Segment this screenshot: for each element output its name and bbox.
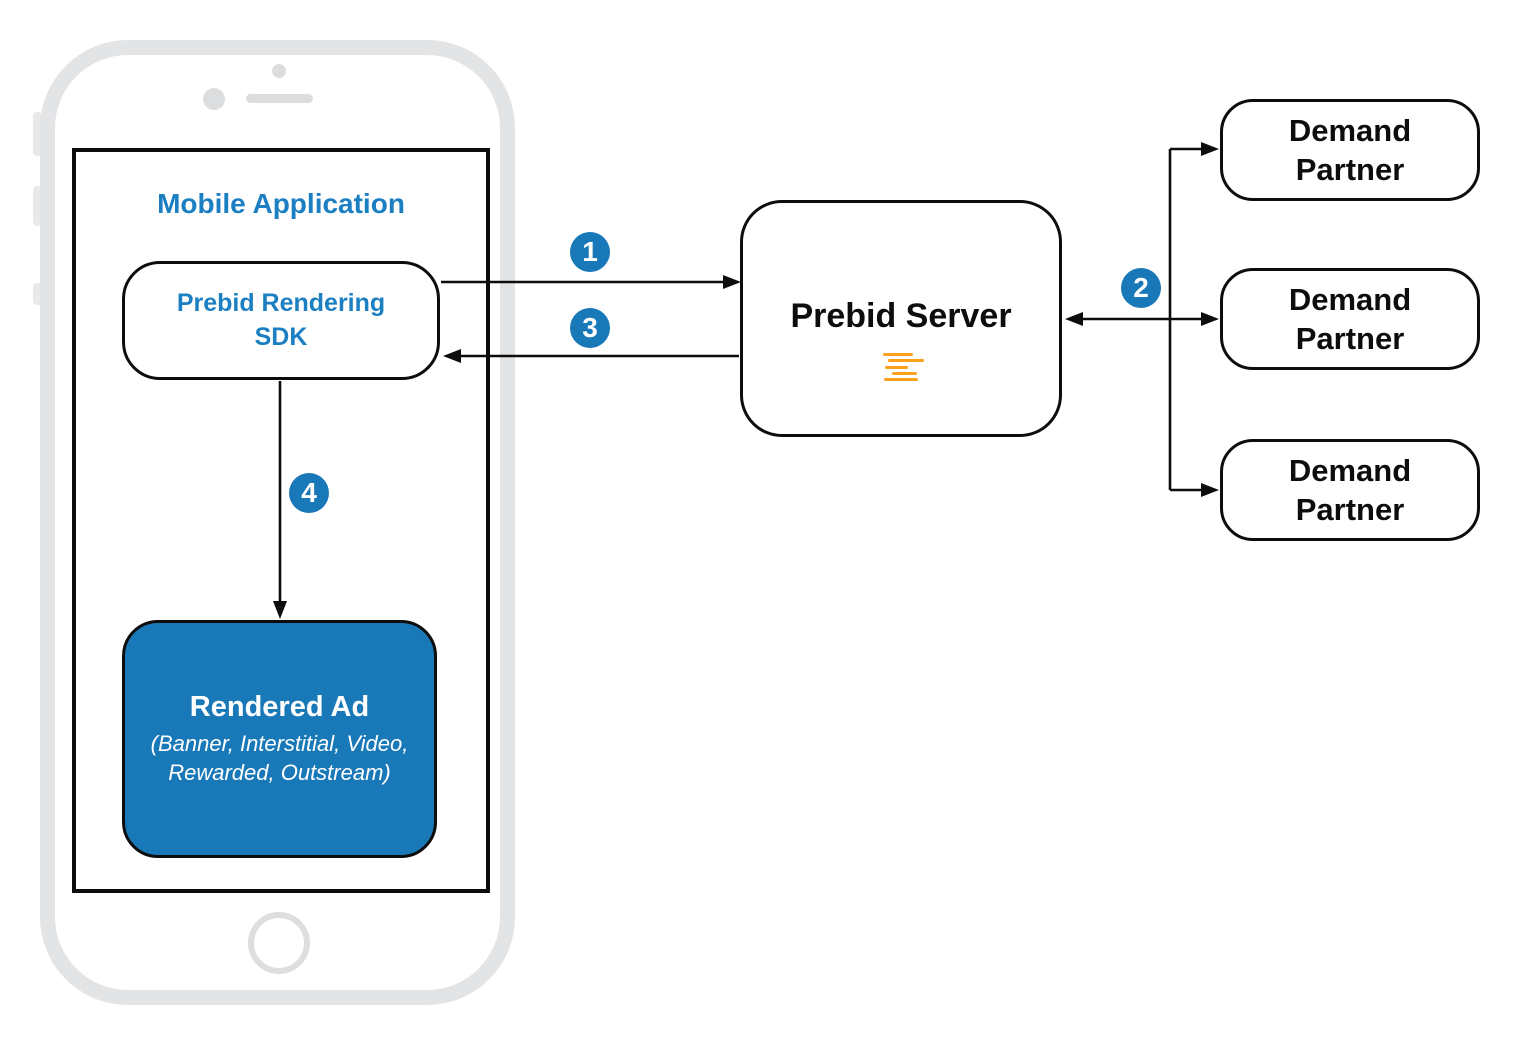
- step-badge-3-label: 3: [582, 312, 598, 343]
- demand-partner-label: Demand Partner: [1288, 112, 1412, 187]
- step-badge-4: 4: [289, 473, 329, 513]
- logo-bar: [892, 372, 917, 376]
- demand-partner-label: Demand Partner: [1288, 281, 1412, 356]
- logo-bar: [884, 378, 918, 382]
- prebid-server-title: Prebid Server: [790, 297, 1012, 335]
- phone-volume-up-button: [33, 186, 42, 226]
- step-badge-3: 3: [570, 308, 610, 348]
- demand-partner-node-3: Demand Partner: [1220, 439, 1480, 541]
- phone-volume-down-button: [33, 283, 42, 305]
- arrow-1-sdk-to-server: [441, 275, 741, 289]
- rendered-ad-title: Rendered Ad: [189, 690, 370, 723]
- logo-bar: [888, 359, 924, 363]
- prebid-lines-logo-icon: [881, 351, 927, 384]
- step-badge-2: 2: [1121, 268, 1161, 308]
- home-button: [248, 912, 310, 974]
- prebid-server-node: [740, 200, 1062, 437]
- arrow-3-server-to-sdk: [443, 349, 739, 363]
- logo-bar: [885, 366, 908, 370]
- step-badge-1-label: 1: [582, 236, 598, 267]
- arrow-4-sdk-to-rendered-ad: [273, 381, 287, 619]
- step-badge-2-label: 2: [1133, 272, 1149, 303]
- prebid-rendering-sdk-label: Prebid Rendering SDK: [176, 288, 386, 351]
- mobile-application-title: Mobile Application: [157, 188, 405, 219]
- camera-icon: [272, 64, 286, 78]
- speaker-icon: [246, 94, 313, 103]
- rendered-ad-node: Rendered Ad (Banner, Interstitial, Video…: [122, 620, 437, 858]
- rendered-ad-subtitle: (Banner, Interstitial, Video, Rewarded, …: [150, 730, 409, 785]
- demand-branch-connector: [1168, 142, 1219, 497]
- prebid-rendering-sdk-node: Prebid Rendering SDK: [122, 261, 440, 380]
- demand-partner-label: Demand Partner: [1288, 452, 1412, 527]
- demand-partner-node-1: Demand Partner: [1220, 99, 1480, 201]
- phone-mute-switch: [33, 112, 42, 156]
- earpiece-icon: [203, 88, 225, 110]
- demand-partner-node-2: Demand Partner: [1220, 268, 1480, 370]
- step-badge-1: 1: [570, 232, 610, 272]
- arrow-2-server-demand-bidirectional: [1065, 312, 1219, 326]
- logo-bar: [883, 353, 913, 357]
- step-badge-4-label: 4: [301, 477, 317, 508]
